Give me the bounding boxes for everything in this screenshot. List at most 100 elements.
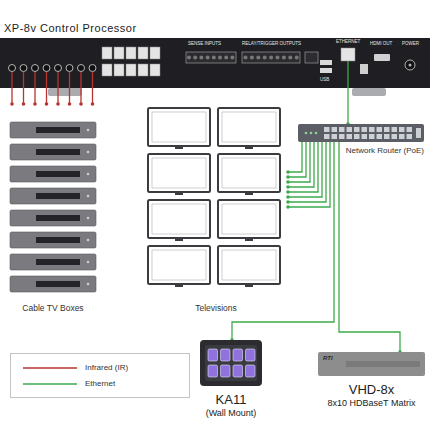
connector-group bbox=[339, 142, 402, 354]
tv-stand bbox=[245, 146, 253, 149]
cable-box bbox=[10, 122, 96, 138]
keypad-button bbox=[233, 349, 243, 361]
wire-end-dot bbox=[286, 205, 290, 209]
television bbox=[218, 154, 280, 192]
keypad-button bbox=[246, 349, 256, 361]
television-group: Televisions bbox=[144, 106, 288, 316]
cable-box-display bbox=[36, 149, 80, 155]
node-text-group: XP-8v Control Processor bbox=[4, 22, 137, 35]
ethernet-port bbox=[341, 48, 355, 61]
legend-line bbox=[23, 383, 77, 384]
tv-screen bbox=[222, 158, 276, 188]
terminal-block bbox=[242, 52, 300, 63]
status-led bbox=[315, 132, 318, 135]
tv-screen bbox=[152, 204, 206, 234]
mounting-foot bbox=[352, 88, 386, 96]
port-label: ETHERNET bbox=[336, 40, 360, 45]
cable-box bbox=[10, 276, 96, 292]
terminal-screw bbox=[295, 56, 299, 60]
wire-end-dot bbox=[286, 185, 290, 189]
terminal-screw bbox=[276, 56, 280, 60]
terminal-screw bbox=[212, 56, 216, 60]
television bbox=[148, 154, 210, 192]
wall-touchpanel: KA11(Wall Mount) bbox=[200, 340, 262, 386]
port-label: HDMI OUT bbox=[370, 42, 392, 47]
cable-box-stack: Cable TV Boxes bbox=[6, 104, 100, 316]
port-label: SENSE INPUTS bbox=[188, 42, 221, 47]
ir-wire bbox=[11, 72, 12, 89]
node-heading: Network Router (PoE) bbox=[346, 146, 424, 155]
usb-port bbox=[320, 68, 332, 73]
terminal-screw bbox=[244, 56, 248, 60]
cable-box bbox=[10, 166, 96, 182]
status-led bbox=[305, 132, 308, 135]
switch-port bbox=[354, 134, 360, 139]
port-label: RELAY/TRIGGER OUTPUTS bbox=[242, 42, 301, 47]
switch-port bbox=[339, 127, 345, 132]
wire-end-dot bbox=[286, 200, 290, 204]
terminal-screw bbox=[256, 56, 260, 60]
ir-port bbox=[32, 65, 39, 72]
terminal-block bbox=[305, 52, 318, 63]
node-subtitle: (Wall Mount) bbox=[206, 408, 257, 418]
network-router: Network Router (PoE) bbox=[298, 124, 424, 142]
cable-box bbox=[10, 232, 96, 248]
ir-wire bbox=[69, 72, 70, 89]
tv-screen bbox=[222, 204, 276, 234]
legend-entry: Ethernet bbox=[23, 379, 115, 388]
wire-end-dot bbox=[45, 102, 49, 106]
cable-box bbox=[10, 254, 96, 270]
cable-box-display bbox=[36, 193, 80, 199]
tv-stand bbox=[175, 238, 183, 241]
ir-wire bbox=[46, 72, 47, 89]
rj45-port bbox=[138, 64, 148, 76]
switch-port bbox=[324, 134, 330, 139]
wire-end-dot bbox=[79, 102, 83, 106]
connector-group bbox=[286, 142, 330, 209]
keypad-button bbox=[233, 365, 243, 377]
wire-end-dot bbox=[91, 102, 95, 106]
terminal-screw bbox=[218, 56, 222, 60]
keypad-button bbox=[246, 365, 256, 377]
rj45-port bbox=[126, 47, 136, 59]
status-led bbox=[310, 132, 313, 135]
switch-port bbox=[362, 127, 368, 132]
switch-port bbox=[384, 127, 390, 132]
terminal-screw bbox=[224, 56, 228, 60]
cable-box-display bbox=[36, 237, 80, 243]
cable-box-display bbox=[36, 171, 80, 177]
tv-stand bbox=[245, 284, 253, 287]
terminal-screw bbox=[263, 56, 267, 60]
ir-port bbox=[55, 65, 62, 72]
rj45-port bbox=[126, 64, 136, 76]
legend-line-swatch bbox=[23, 365, 77, 371]
wire-end-dot bbox=[286, 190, 290, 194]
node-text-group: Network Router (PoE) bbox=[346, 146, 424, 155]
terminal-block bbox=[186, 52, 236, 63]
switch-port bbox=[377, 134, 383, 139]
switch-port bbox=[399, 127, 405, 132]
wire-end-dot bbox=[286, 195, 290, 199]
switch-port bbox=[332, 134, 338, 139]
cable-box-led bbox=[87, 239, 90, 242]
switch-port bbox=[392, 127, 398, 132]
control-processor: XP-8v Control ProcessorSENSE INPUTSRELAY… bbox=[0, 38, 430, 88]
television bbox=[218, 200, 280, 238]
tv-stand bbox=[175, 192, 183, 195]
wire-end-dot bbox=[10, 102, 14, 106]
wire-end-dot bbox=[286, 170, 290, 174]
switch-port bbox=[399, 134, 405, 139]
ethernet-connector bbox=[288, 142, 330, 207]
keypad-button bbox=[221, 349, 231, 361]
ir-port bbox=[89, 65, 96, 72]
device-art bbox=[318, 352, 425, 376]
rj45-port bbox=[102, 64, 112, 76]
hdmi-port bbox=[374, 54, 390, 61]
switch-port bbox=[384, 134, 390, 139]
legend-box: Infrared (IR)Ethernet bbox=[10, 353, 190, 398]
switch-port bbox=[362, 134, 368, 139]
device-art bbox=[200, 340, 262, 386]
brand-mark: RTI bbox=[323, 355, 333, 362]
hdbaset-matrix: VHD-8x8x10 HDBaseT MatrixRTI bbox=[318, 352, 425, 376]
